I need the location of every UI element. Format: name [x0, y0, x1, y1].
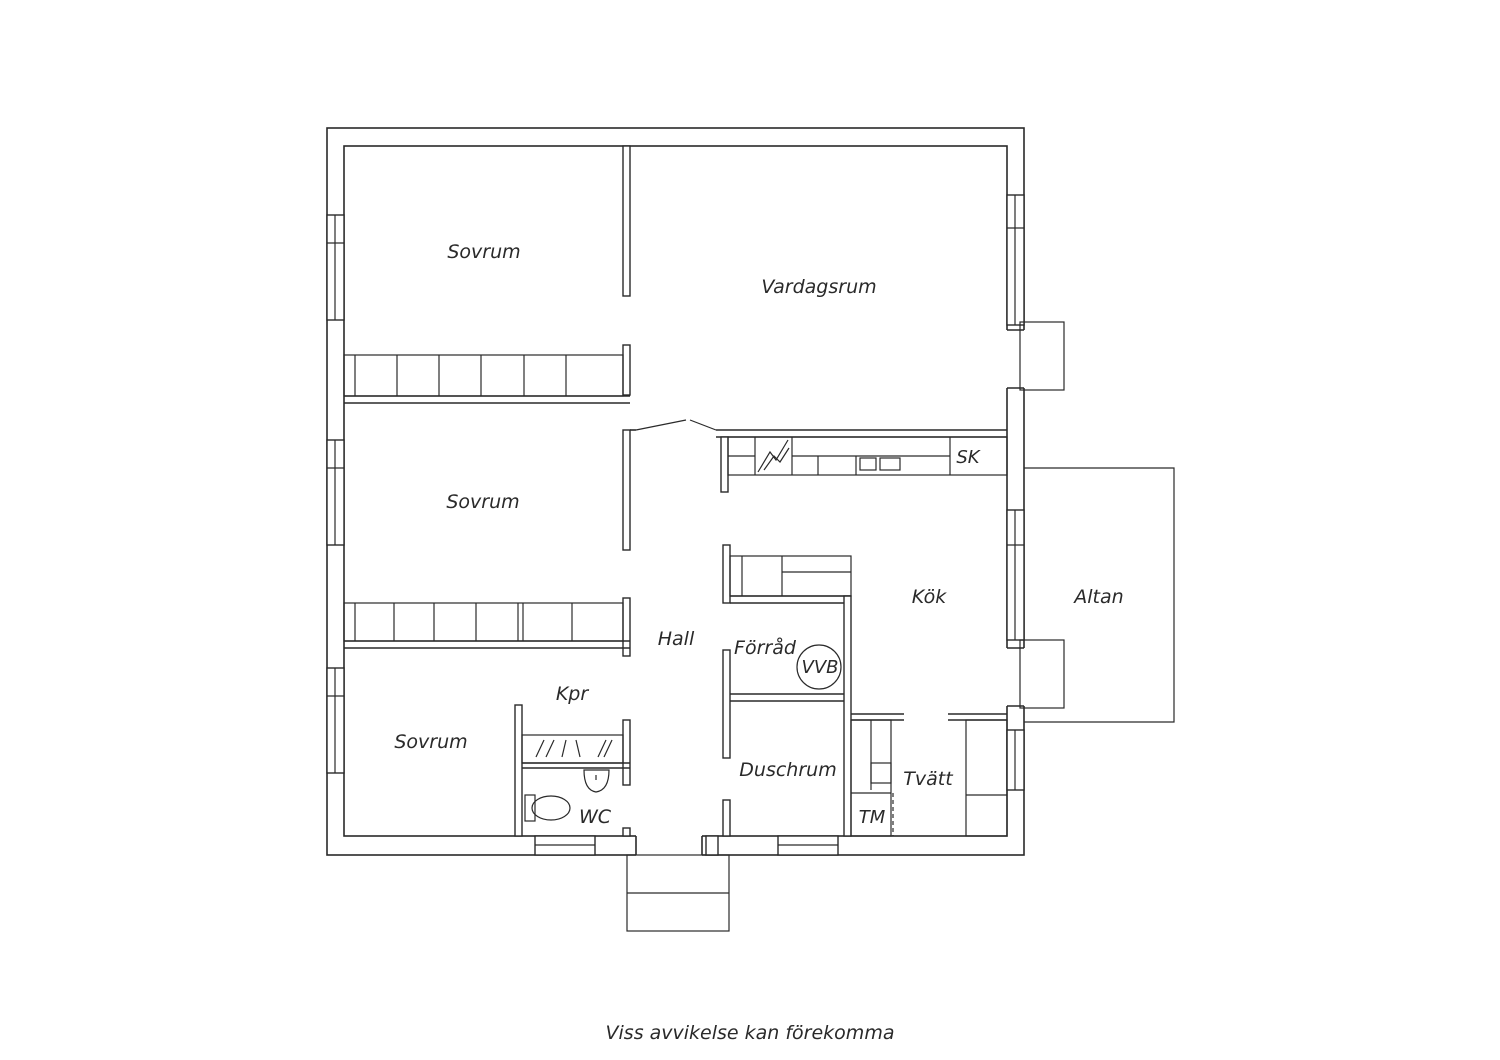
wardrobe-bedroom-2 [343, 602, 624, 642]
fixture-label-tm: TM [859, 807, 886, 828]
kitchen-cabinet [729, 555, 852, 597]
fixture-label-vvb: VVB [802, 657, 839, 678]
room-label-hall: Hall [658, 628, 695, 650]
room-label-kpr: Kpr [556, 683, 590, 705]
stove-icon [757, 439, 790, 473]
windows-right [1006, 194, 1025, 791]
room-label-vardagsrum: Vardagsrum [761, 276, 876, 298]
entrance [626, 835, 730, 932]
water-heater-icon [796, 644, 842, 690]
kitchen-counter [727, 436, 1008, 476]
outdoor-steps [1019, 321, 1065, 709]
laundry-fixtures [850, 719, 1008, 837]
fixture-label-sk: SK [956, 447, 980, 468]
deck [1024, 467, 1175, 723]
wardrobe-bedroom-1 [343, 354, 624, 397]
room-label-wc: WC [579, 806, 612, 828]
washbasin-icon [583, 769, 610, 793]
room-label-forrad: Förråd [734, 636, 797, 659]
room-label-sovrum-1: Sovrum [447, 241, 520, 263]
room-label-sovrum-2: Sovrum [446, 491, 519, 513]
windows-bottom [534, 835, 839, 856]
room-label-tvatt: Tvätt [903, 768, 954, 790]
room-label-sovrum-3: Sovrum [394, 731, 467, 753]
closet-kpr [521, 734, 624, 764]
windows-left [326, 214, 345, 774]
room-label-kok: Kök [912, 586, 947, 608]
room-label-altan: Altan [1072, 586, 1123, 608]
toilet-icon [524, 794, 571, 822]
room-label-duschrum: Duschrum [739, 759, 836, 781]
room-labels: Sovrum Vardagsrum Sovrum Sovrum Hall Kpr… [394, 241, 1123, 828]
disclaimer-note: Viss avvikelse kan förekomma [605, 1022, 895, 1044]
